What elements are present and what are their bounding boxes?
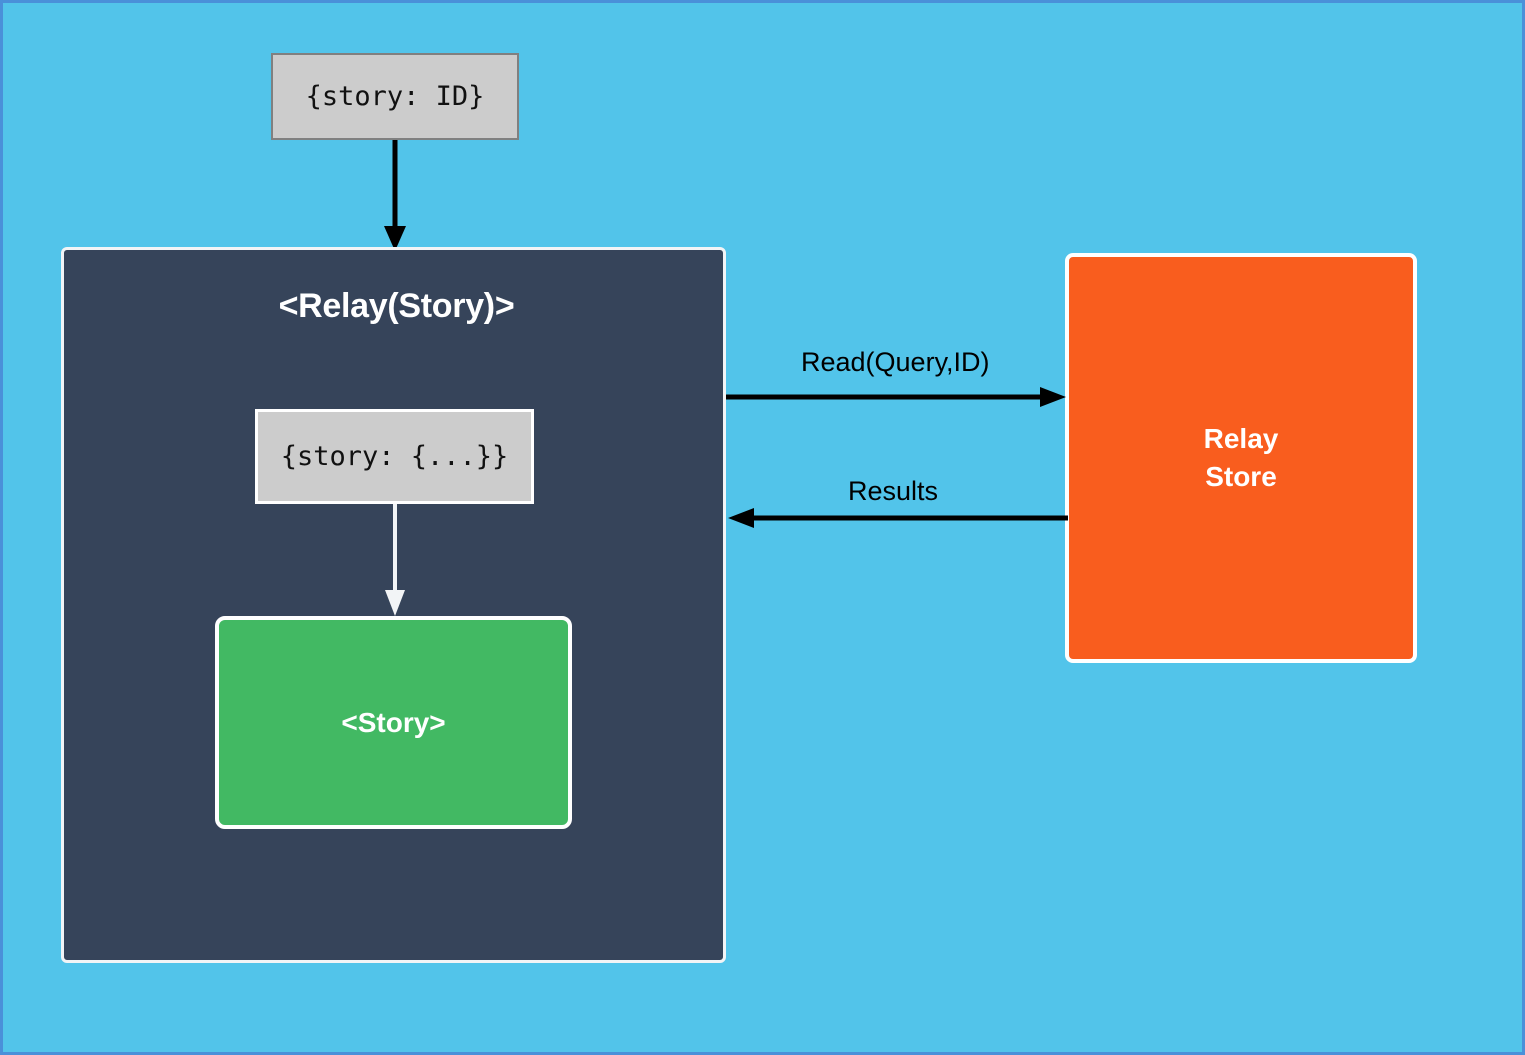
- edge-read-arrow: [726, 387, 1066, 407]
- relay-store-label-line2: Store: [1205, 461, 1277, 492]
- relay-container-title: <Relay(Story)>: [278, 287, 515, 325]
- relay-store-box: Relay Store: [1065, 253, 1417, 663]
- edge-props-down-arrow: [384, 138, 406, 251]
- props-input-box: {story: ID}: [271, 53, 519, 140]
- story-component-box: <Story>: [215, 616, 572, 829]
- edge-read-label: Read(Query,ID): [801, 347, 990, 377]
- edge-resolved-down-arrow: [385, 504, 405, 616]
- relay-store-label-line1: Relay: [1203, 423, 1279, 455]
- props-resolved-box: {story: {...}}: [255, 409, 534, 504]
- props-input-label: {story: ID}: [305, 81, 485, 112]
- edge-results-label: Results: [848, 476, 939, 506]
- story-component-label: <Story>: [341, 706, 446, 738]
- edge-results-arrow: [728, 508, 1068, 528]
- props-resolved-label: {story: {...}}: [280, 441, 509, 472]
